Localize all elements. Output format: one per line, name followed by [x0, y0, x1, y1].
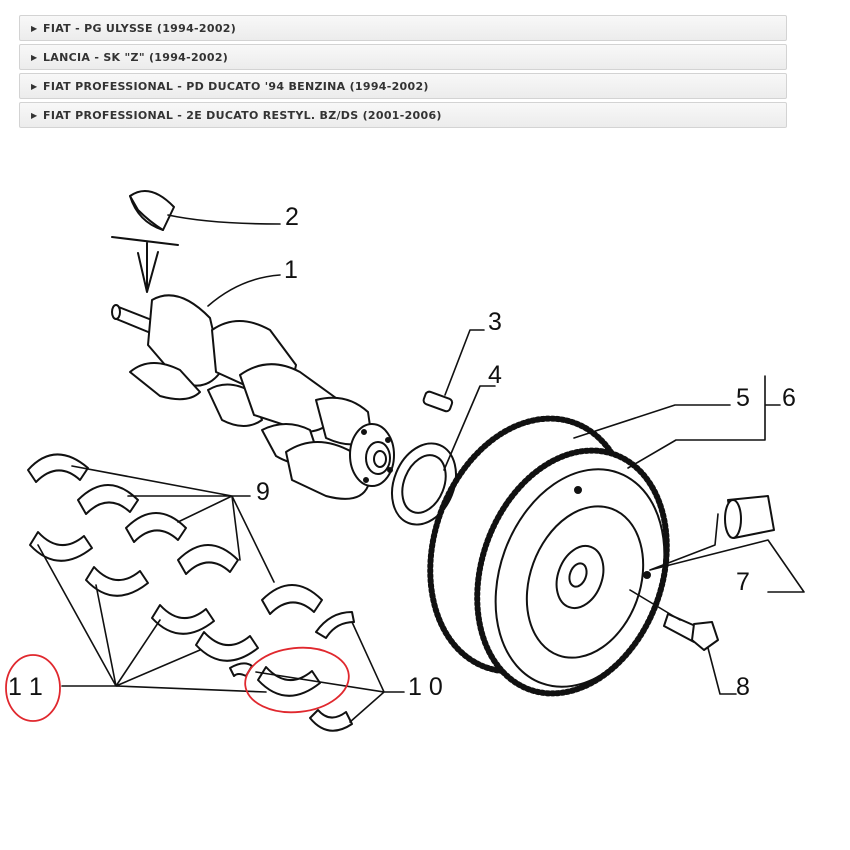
highlight-circle-bearing — [244, 646, 350, 714]
callout-7: 7 — [736, 568, 750, 596]
accordion-item-label: LANCIA - SK "Z" (1994-2002) — [43, 50, 229, 64]
callout-10: 1 0 — [408, 673, 443, 701]
cylinder-pin-part — [724, 495, 775, 539]
callout-4: 4 — [488, 361, 502, 389]
accordion-item-label: FIAT - PG ULYSSE (1994-2002) — [43, 21, 237, 35]
accordion-item-ducato-94[interactable]: ▶ FIAT PROFESSIONAL - PD DUCATO '94 BENZ… — [19, 73, 787, 99]
seal-ring-part — [391, 442, 457, 526]
triangle-right-icon: ▶ — [31, 52, 38, 62]
key-shaft-marker — [111, 236, 179, 293]
callout-2: 2 — [285, 203, 299, 231]
vehicle-accordion: ▶ FIAT - PG ULYSSE (1994-2002) ▶ LANCIA … — [19, 15, 787, 131]
red-highlight-marks — [5, 646, 350, 722]
dowel-pin-part — [422, 390, 454, 413]
callout-11: 1 1 — [8, 673, 43, 701]
crankshaft-part — [111, 294, 395, 500]
callout-8: 8 — [736, 673, 750, 701]
callout-6: 6 — [782, 384, 796, 412]
thrust-washers-part — [229, 611, 355, 732]
accordion-item-label: FIAT PROFESSIONAL - 2E DUCATO RESTYL. BZ… — [43, 108, 442, 122]
callout-5: 5 — [736, 384, 750, 412]
callout-9: 9 — [256, 478, 270, 506]
accordion-item-lancia-z[interactable]: ▶ LANCIA - SK "Z" (1994-2002) — [19, 44, 787, 70]
triangle-right-icon: ▶ — [31, 81, 38, 91]
leader-lines — [37, 214, 805, 723]
highlight-circle-11 — [5, 654, 61, 722]
accordion-item-fiat-ulysse[interactable]: ▶ FIAT - PG ULYSSE (1994-2002) — [19, 15, 787, 41]
callout-1: 1 — [284, 256, 298, 284]
callout-labels: 2 1 3 4 5 6 7 8 9 1 0 1 1 — [8, 203, 796, 701]
triangle-right-icon: ▶ — [31, 110, 38, 120]
flywheel-part — [427, 415, 670, 697]
main-bearing-shells-lower — [29, 531, 321, 697]
accordion-item-label: FIAT PROFESSIONAL - PD DUCATO '94 BENZIN… — [43, 79, 429, 93]
callout-3: 3 — [488, 308, 502, 336]
main-bearing-shells-upper — [27, 453, 323, 615]
woodruff-key-part — [129, 189, 175, 231]
triangle-right-icon: ▶ — [31, 23, 38, 33]
crankshaft-flywheel-diagram: 2 1 3 4 5 6 7 8 9 1 0 1 1 — [5, 189, 805, 732]
flywheel-bolt-part — [663, 613, 719, 651]
accordion-item-ducato-restyl[interactable]: ▶ FIAT PROFESSIONAL - 2E DUCATO RESTYL. … — [19, 102, 787, 128]
